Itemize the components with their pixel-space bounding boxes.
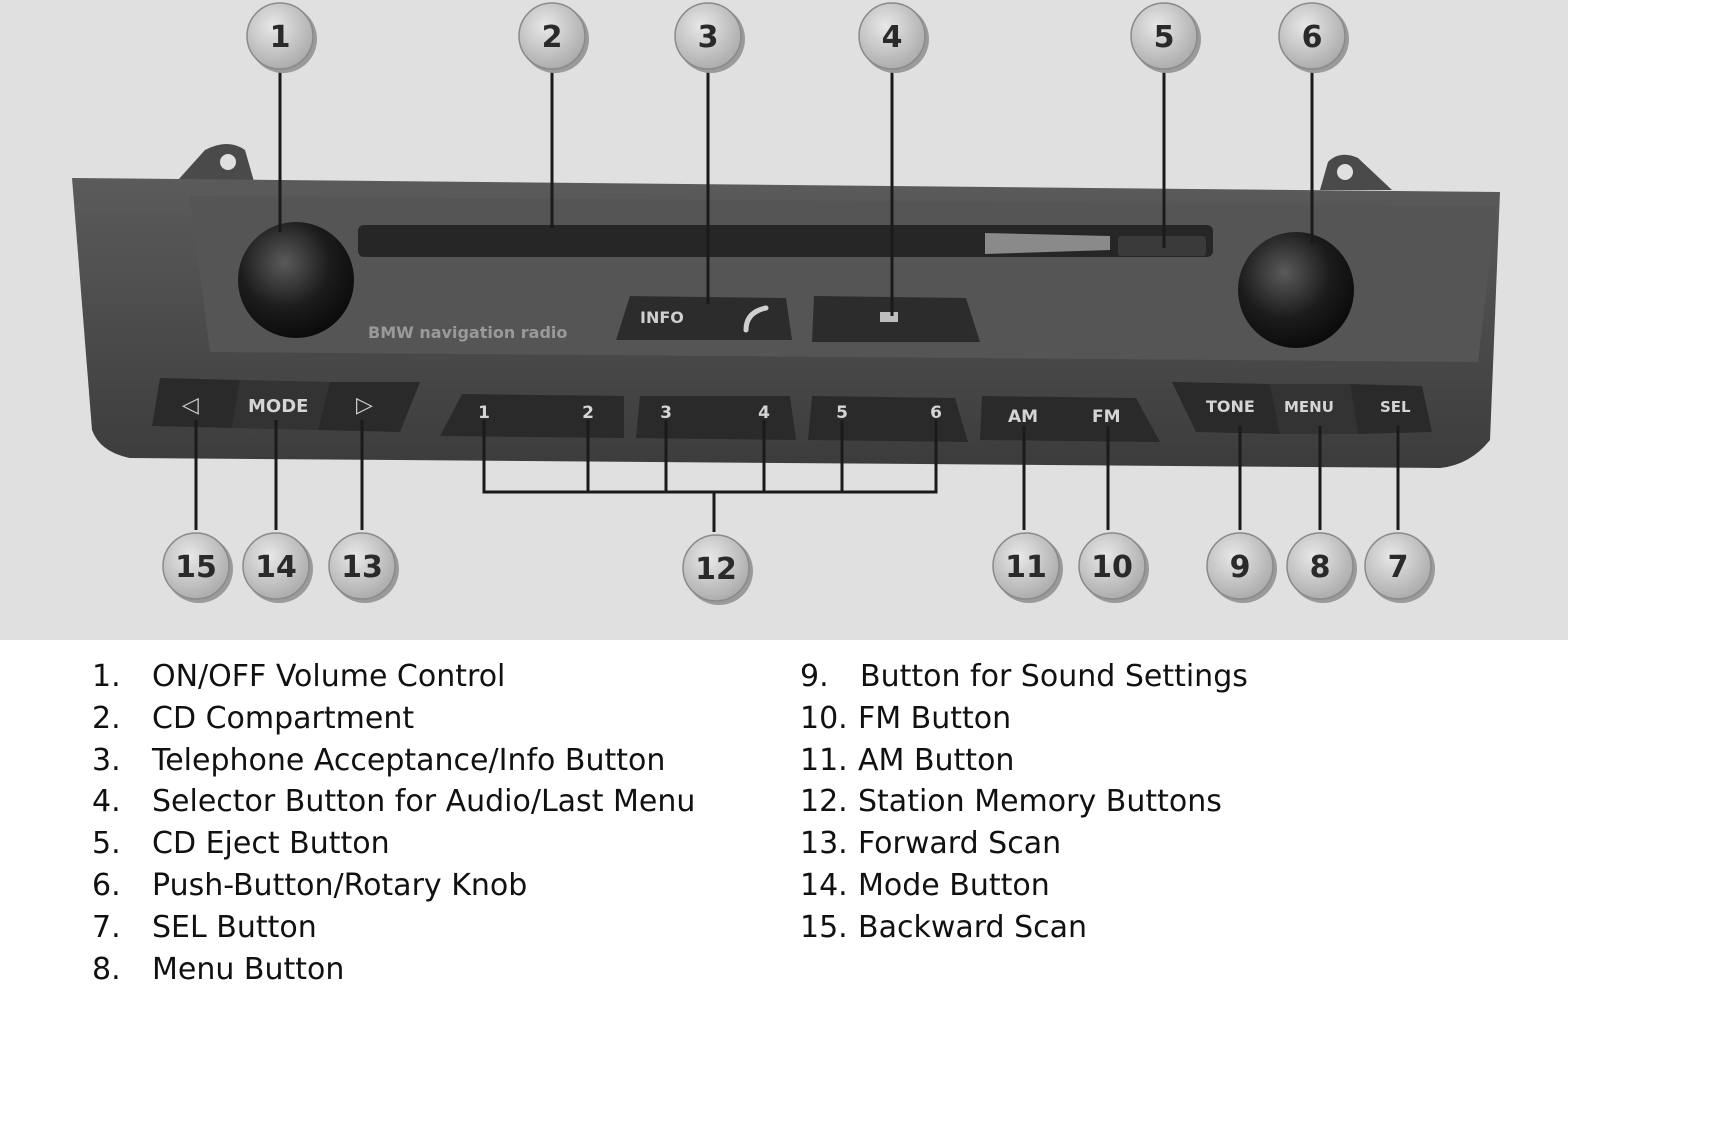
legend-item-label: SEL Button xyxy=(152,909,317,947)
sel-label: SEL xyxy=(1380,398,1411,416)
callout-13: 13 xyxy=(329,533,399,603)
callout-number-4: 4 xyxy=(882,20,903,55)
right-mount-hole xyxy=(1337,164,1353,180)
callout-6: 6 xyxy=(1279,3,1349,73)
am-label: AM xyxy=(1008,407,1038,427)
callout-8: 8 xyxy=(1287,533,1357,603)
legend-item-label: Backward Scan xyxy=(858,909,1087,947)
legend-item-number: 8. xyxy=(92,951,121,989)
back-scan-icon: ◁ xyxy=(182,393,199,418)
callout-number-15: 15 xyxy=(175,550,217,585)
legend-item-number: 9. xyxy=(800,658,829,696)
am-fm-button[interactable] xyxy=(980,396,1160,442)
legend-item-number: 12. xyxy=(800,783,848,821)
legend-item-number: 15. xyxy=(800,909,848,947)
legend-item-number: 7. xyxy=(92,909,121,947)
callout-9: 9 xyxy=(1207,533,1277,603)
right-mount-hook xyxy=(1320,155,1392,190)
callout-3: 3 xyxy=(675,3,745,73)
callout-1: 1 xyxy=(247,3,317,73)
legend-item-label: AM Button xyxy=(858,742,1014,780)
legend: 1. ON/OFF Volume Control 2. CD Compartment 3… xyxy=(0,640,1568,1028)
callout-number-8: 8 xyxy=(1310,550,1331,585)
callout-4: 4 xyxy=(859,3,929,73)
mode-label: MODE xyxy=(248,396,308,417)
legend-item-label: Telephone Acceptance/Info Button xyxy=(152,742,665,780)
fm-label: FM xyxy=(1092,407,1121,427)
forward-scan-icon: ▷ xyxy=(356,393,373,418)
callout-number-2: 2 xyxy=(542,20,563,55)
callout-number-12: 12 xyxy=(695,552,737,587)
callout-15: 15 xyxy=(163,533,233,603)
info-label: INFO xyxy=(640,308,684,327)
legend-item-number: 4. xyxy=(92,783,121,821)
volume-knob[interactable] xyxy=(238,222,354,338)
menu-label: MENU xyxy=(1284,398,1334,416)
selector-icon xyxy=(880,312,898,322)
legend-item-number: 6. xyxy=(92,867,121,905)
legend-item-label: Forward Scan xyxy=(858,825,1061,863)
legend-item-label: Selector Button for Audio/Last Menu xyxy=(152,783,695,821)
legend-item-number: 13. xyxy=(800,825,848,863)
callout-number-5: 5 xyxy=(1154,20,1175,55)
legend-item-number: 14. xyxy=(800,867,848,905)
rotary-knob[interactable] xyxy=(1238,232,1354,348)
legend-item-number: 3. xyxy=(92,742,121,780)
callout-number-10: 10 xyxy=(1091,550,1133,585)
callout-number-13: 13 xyxy=(341,550,383,585)
callout-11: 11 xyxy=(993,533,1063,603)
callout-number-9: 9 xyxy=(1230,550,1251,585)
legend-item-label: Menu Button xyxy=(152,951,344,989)
legend-item-number: 2. xyxy=(92,700,121,738)
callout-10: 10 xyxy=(1079,533,1149,603)
legend-item-label: Push-Button/Rotary Knob xyxy=(152,867,527,905)
cd-eject-button[interactable] xyxy=(1118,236,1206,256)
legend-item-label: Button for Sound Settings xyxy=(860,658,1248,696)
callout-7: 7 xyxy=(1365,533,1435,603)
callout-5: 5 xyxy=(1131,3,1201,73)
tone-label: TONE xyxy=(1206,397,1255,416)
preset-button-1-2[interactable] xyxy=(440,394,624,438)
callout-number-14: 14 xyxy=(255,550,297,585)
preset-button-5-6[interactable] xyxy=(808,396,968,442)
legend-item-number: 11. xyxy=(800,742,848,780)
left-mount-hook xyxy=(178,144,255,185)
legend-item-label: CD Eject Button xyxy=(152,825,390,863)
legend-item-label: CD Compartment xyxy=(152,700,414,738)
legend-item-label: ON/OFF Volume Control xyxy=(152,658,505,696)
left-mount-hole xyxy=(220,154,236,170)
callout-number-1: 1 xyxy=(270,20,291,55)
callout-number-3: 3 xyxy=(698,20,719,55)
callout-12: 12 xyxy=(683,535,753,605)
callout-2: 2 xyxy=(519,3,589,73)
legend-item-number: 5. xyxy=(92,825,121,863)
callout-number-7: 7 xyxy=(1388,550,1409,585)
brand-text: BMW navigation radio xyxy=(368,323,567,342)
legend-item-number: 10. xyxy=(800,700,848,738)
callout-number-6: 6 xyxy=(1302,20,1323,55)
legend-item-label: FM Button xyxy=(858,700,1011,738)
callout-14: 14 xyxy=(243,533,313,603)
legend-item-label: Mode Button xyxy=(858,867,1050,905)
legend-item-label: Station Memory Buttons xyxy=(858,783,1222,821)
callout-number-11: 11 xyxy=(1005,550,1047,585)
legend-item-number: 1. xyxy=(92,658,121,696)
